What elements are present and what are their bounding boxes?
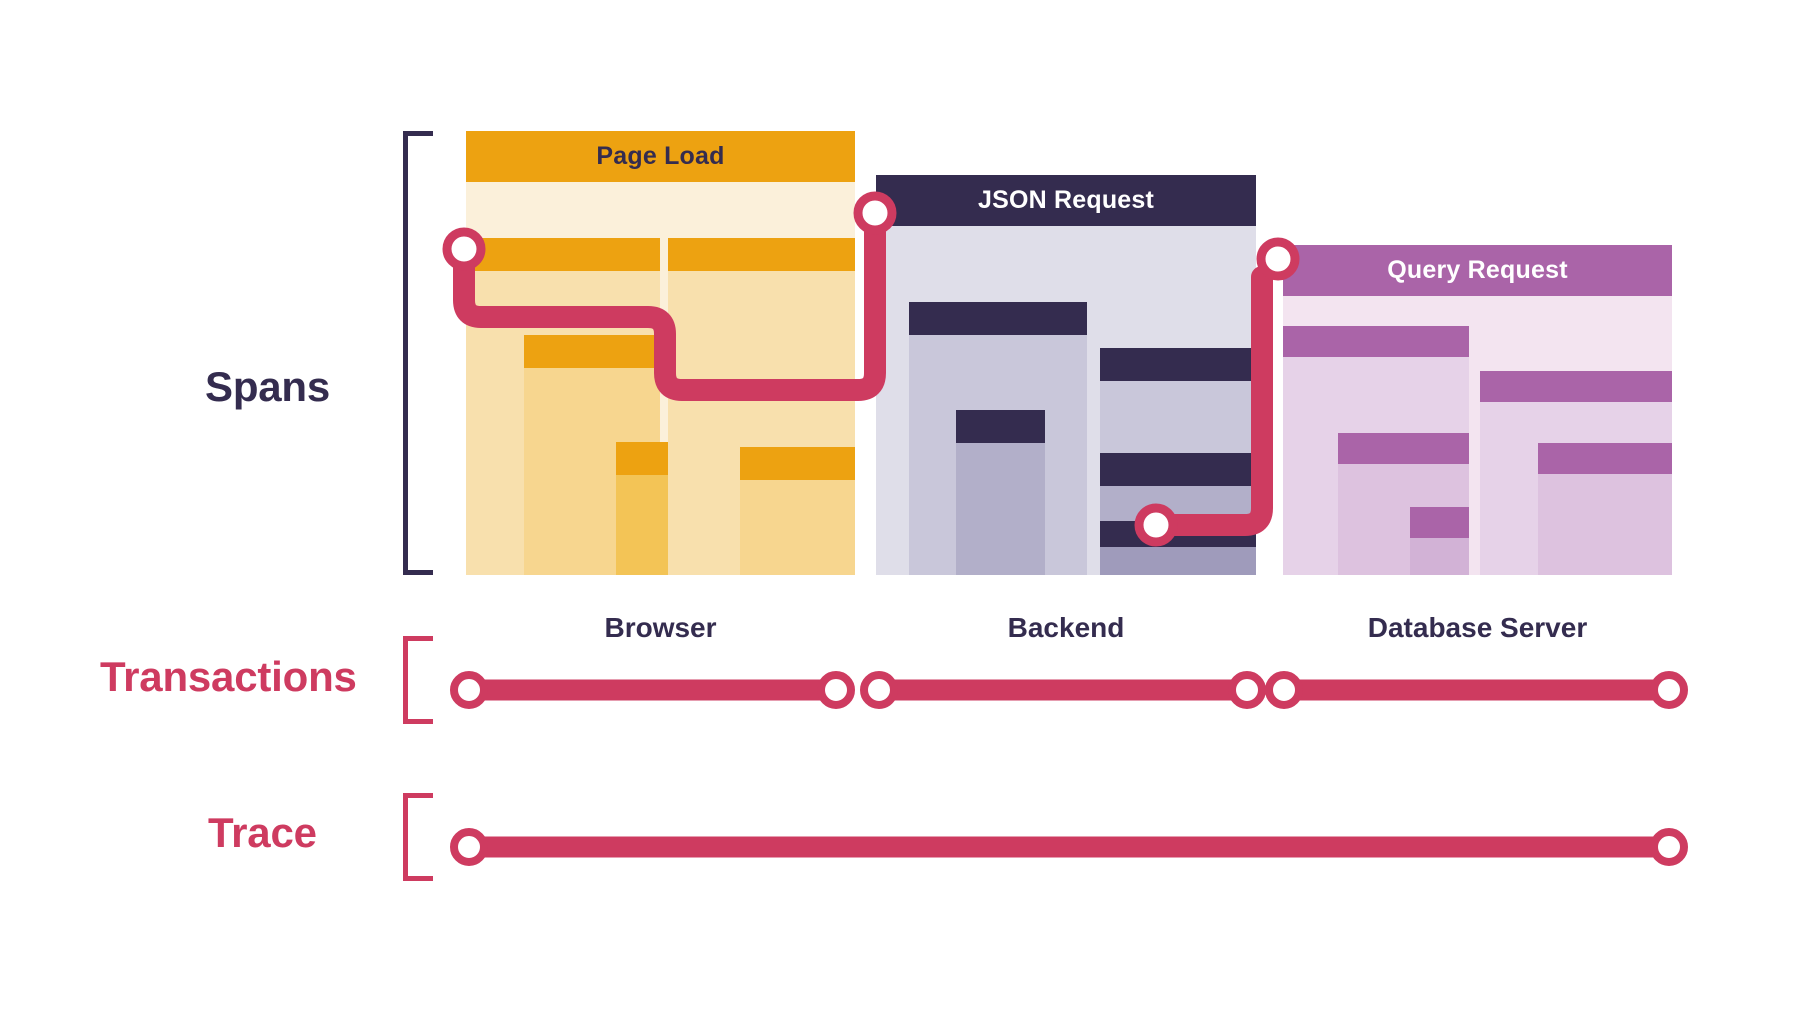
span-bar-cap [1100,453,1256,486]
bracket-top-tick [403,793,433,798]
column-caption-backend: Backend [1007,612,1125,643]
transaction-node-backend-start[interactable] [860,671,898,709]
bracket-bottom-tick [403,719,433,724]
span-bar-cap [909,302,1087,335]
panel-body-backend [876,226,1256,575]
span-bar-cap [1538,443,1672,474]
service-panel-browser[interactable]: Page Load [466,131,855,575]
transaction-node-backend-end[interactable] [1228,671,1266,709]
service-panel-database[interactable]: Query Request [1283,245,1672,575]
span-bar[interactable] [1410,507,1469,575]
trace-node-start[interactable] [450,828,488,866]
bracket-top-tick [403,636,433,641]
service-panel-backend[interactable]: JSON Request [876,175,1256,575]
span-bar[interactable] [740,447,855,575]
span-bar-cap [1100,521,1256,547]
span-bar-cap [1410,507,1469,538]
panel-title-page-load: Page Load [596,142,725,170]
panel-header-query-request: Query Request [1283,245,1672,296]
panel-body-browser [466,182,855,575]
column-caption-database: Database Server [1367,612,1588,643]
span-bar-cap [1480,371,1672,402]
panel-title-json-request: JSON Request [977,186,1155,214]
trace-node-end[interactable] [1650,828,1688,866]
span-bar[interactable] [956,410,1045,575]
span-bar-cap [466,238,660,271]
transactions-row-label: Transactions [100,653,357,700]
span-bar-cap [1283,326,1469,357]
trace-bracket [403,793,433,881]
span-bar-cap [1100,348,1256,381]
panel-title-query-request: Query Request [1387,256,1568,284]
bracket-bottom-tick [403,570,433,575]
transaction-node-browser-start[interactable] [450,671,488,709]
trace-row-label: Trace [208,809,317,856]
span-bar-cap [1338,433,1469,464]
span-bar-cap [956,410,1045,443]
bracket-vertical-line [403,636,408,724]
transactions-bracket [403,636,433,724]
spans-bracket [403,131,433,575]
bracket-bottom-tick [403,876,433,881]
panel-header-json-request: JSON Request [876,175,1256,226]
span-bar-cap [740,447,855,480]
transaction-node-database-start[interactable] [1265,671,1303,709]
spans-row-label: Spans [205,363,331,410]
panel-body-database [1283,296,1672,575]
span-bar[interactable] [1100,521,1256,575]
transaction-node-browser-end[interactable] [817,671,855,709]
bracket-top-tick [403,131,433,136]
column-caption-browser: Browser [604,612,717,643]
bracket-vertical-line [403,793,408,881]
panel-header-page-load: Page Load [466,131,855,182]
span-bar-cap [524,335,660,368]
transaction-node-database-end[interactable] [1650,671,1688,709]
span-bar[interactable] [1538,443,1672,575]
span-bar-cap [668,238,855,271]
bracket-vertical-line [403,131,408,575]
